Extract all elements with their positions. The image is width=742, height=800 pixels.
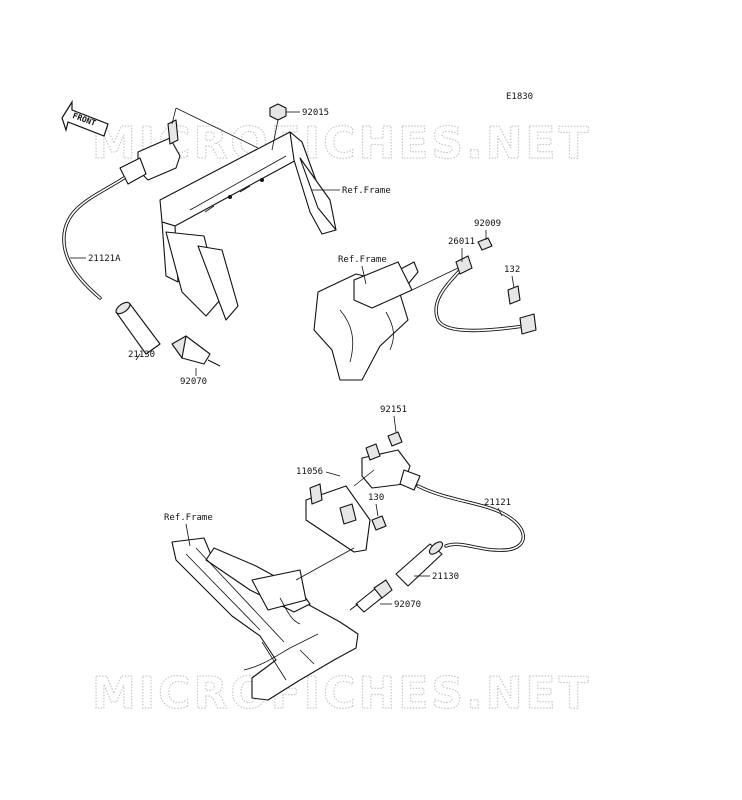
bottom-frame [171, 537, 359, 701]
label-92151: 92151 [380, 405, 407, 415]
label-26011: 26011 [448, 237, 475, 247]
label-21130-bottom: 21130 [432, 572, 459, 582]
label-92070-top: 92070 [180, 377, 207, 387]
label-11056: 11056 [296, 467, 323, 477]
plug-cap-top [115, 301, 161, 355]
spark-plug-top [171, 335, 221, 367]
bolt-92151 [387, 431, 403, 447]
label-132: 132 [504, 265, 520, 275]
spark-plug-bottom [349, 579, 393, 613]
ground-lead [411, 255, 537, 335]
diagram-code: E1830 [506, 92, 533, 102]
label-ref-frame-mid: Ref.Frame [338, 255, 387, 265]
label-92070-bottom: 92070 [394, 600, 421, 610]
label-92015: 92015 [302, 108, 329, 118]
label-ref-frame-top: Ref.Frame [342, 186, 391, 196]
label-21121: 21121 [484, 498, 511, 508]
label-21130-top: 21130 [128, 350, 155, 360]
bolt-132 [507, 275, 521, 305]
mid-frame [313, 261, 419, 381]
label-92009: 92009 [474, 219, 501, 229]
label-130: 130 [368, 493, 384, 503]
label-21121A: 21121A [88, 254, 121, 264]
label-ref-frame-bottom: Ref.Frame [164, 513, 213, 523]
bolt-92009 [477, 230, 493, 251]
ignition-coil-bottom [361, 443, 421, 491]
ht-cable-top [62, 176, 126, 300]
plug-cap-bottom [395, 541, 444, 587]
watermark-bottom: MICROFICHES.NET [92, 668, 592, 719]
top-frame [159, 131, 337, 321]
coil-bracket [305, 469, 375, 553]
ht-cable-bottom [416, 484, 525, 552]
nut-92015 [269, 103, 300, 151]
bolt-130 [371, 515, 387, 531]
